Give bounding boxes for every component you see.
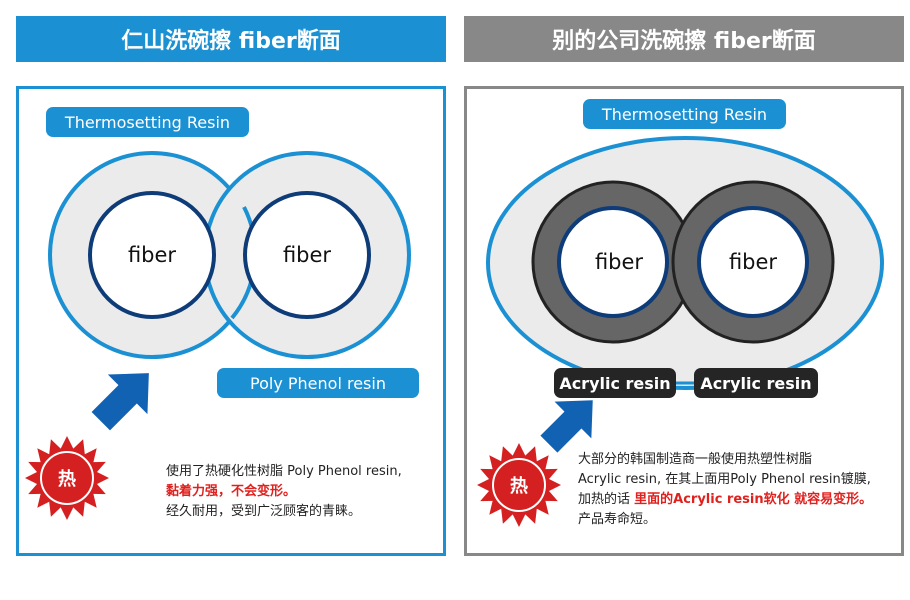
left-heat-sun-icon — [25, 436, 109, 520]
right-resin-pill: Thermosetting Resin — [583, 99, 786, 129]
left-heat-label: 热 — [58, 468, 76, 490]
left-description: 使用了热硬化性树脂 Poly Phenol resin, 黏着力强，不会变形。 … — [166, 462, 402, 522]
right-header: 别的公司洗碗擦 fiber断面 — [464, 16, 904, 62]
right-fiber-core-1 — [557, 206, 669, 318]
left-desc-line-3: 经久耐用，受到广泛顾客的青睐。 — [166, 504, 362, 519]
right-desc-line-3-red: 里面的Acrylic resin软化 就容易变形。 — [634, 492, 873, 507]
right-fiber-label-2: fiber — [729, 250, 777, 274]
right-fiber-label-1: fiber — [595, 250, 643, 274]
left-desc-line-2: 黏着力强，不会变形。 — [166, 484, 297, 499]
left-desc-line-1: 使用了热硬化性树脂 Poly Phenol resin, — [166, 464, 402, 479]
right-acrylic-pill-1: Acrylic resin — [554, 368, 676, 398]
right-desc-line-3: 加热的话 里面的Acrylic resin软化 就容易变形。 — [578, 490, 872, 510]
right-fiber-cores — [557, 206, 809, 318]
right-heat-label: 热 — [510, 475, 528, 497]
left-resin-pill: Thermosetting Resin — [46, 107, 249, 137]
right-desc-line-4: 产品寿命短。 — [578, 512, 657, 527]
left-fiber-cores — [88, 191, 371, 319]
right-heat-arrow-icon — [540, 400, 593, 453]
right-acrylic-pill-2: Acrylic resin — [694, 368, 818, 398]
right-desc-line-2: Acrylic resin, 在其上面用Poly Phenol resin镀膜, — [578, 472, 871, 487]
left-fiber-label-2: fiber — [283, 243, 331, 267]
left-header: 仁山洗碗擦 fiber断面 — [16, 16, 446, 62]
left-fiber-core-2 — [243, 191, 371, 319]
left-fiber-label-1: fiber — [128, 243, 176, 267]
left-heat-arrow-icon — [91, 373, 149, 431]
right-desc-line-3-prefix: 加热的话 — [578, 492, 635, 507]
right-desc-line-1: 大部分的韩国制造商一般使用热塑性树脂 — [578, 452, 813, 467]
left-coating-pill: Poly Phenol resin — [217, 368, 419, 398]
right-fiber-core-2 — [697, 206, 809, 318]
left-fiber-core-1 — [88, 191, 216, 319]
right-description: 大部分的韩国制造商一般使用热塑性树脂 Acrylic resin, 在其上面用P… — [578, 450, 872, 530]
right-heat-sun-icon — [477, 443, 561, 527]
